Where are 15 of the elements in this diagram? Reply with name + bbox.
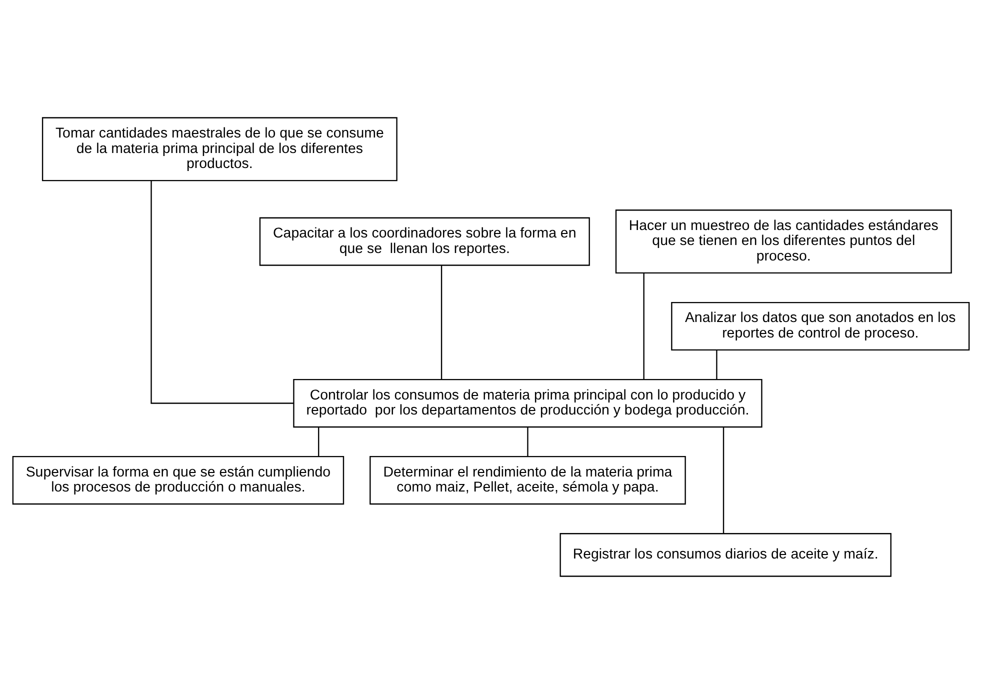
node-box: Capacitar a los coordinadores sobre la forma en que se llenan los reportes. [259,216,590,266]
node-box: Tomar cantidades maestrales de lo que se consume de la materia prima principal de los diferentes productos. [42,116,398,181]
connector [318,426,320,456]
node-box: Hacer un muestreo de las cantidades estándares que se tienen en los diferentes puntos del proceso. [615,209,952,274]
node-box: Analizar los datos que son anotados en los reportes de control de proceso. [671,301,970,350]
connector [527,426,528,456]
node-box: Supervisar la forma en que se están cumpliendo los procesos de producción o manuales. [12,456,344,504]
node-box: Controlar los consumos de materia prima principal con lo producido y reportado por los departamentos de producción y bodega producción. [293,378,762,428]
node-box: Determinar el rendimiento de la materia prima como maiz, Pellet, aceite, sémola y papa. [370,456,686,504]
connector [643,272,644,379]
node-box: Registrar los consumos diarios de aceite y maíz. [560,532,892,576]
connector [722,426,724,533]
connector [440,264,442,379]
connector [716,350,718,379]
connector [150,180,294,404]
